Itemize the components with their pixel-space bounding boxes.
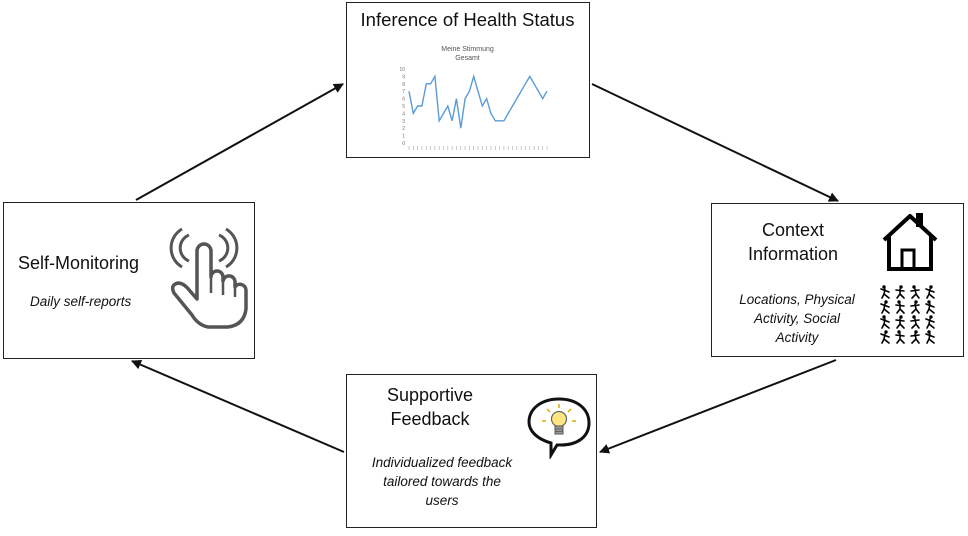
- node-self-monitoring: Self-Monitoring Daily self-reports: [3, 202, 255, 359]
- activity-figure-icon: [880, 330, 890, 344]
- activity-figure-icon: [910, 330, 920, 344]
- y-tick-label: 6: [402, 97, 405, 103]
- node-title-line2: Information: [747, 244, 839, 264]
- activity-figure-icon: [925, 285, 935, 299]
- activity-figure-icon: [895, 300, 905, 314]
- activity-figure-icon: [925, 330, 935, 344]
- lightbulb-speech-icon: [527, 397, 591, 459]
- activity-figure-icon: [925, 300, 935, 314]
- arrow-health-status-to-context: [591, 83, 839, 202]
- node-title: Supportive Feedback: [355, 383, 505, 431]
- node-title-line2: Feedback: [390, 409, 470, 429]
- node-subtitle: Individualized feedback tailored towards…: [357, 453, 527, 510]
- node-subtitle-line1: Individualized feedback: [371, 455, 513, 470]
- node-health-status: Inference of Health Status Meine Stimmun…: [346, 2, 590, 158]
- arrow-context-to-feedback: [599, 359, 837, 454]
- node-supportive-feedback: Supportive Feedback Individualized feedb…: [346, 374, 597, 528]
- activity-figure-icon: [880, 315, 890, 329]
- activity-figure-icon: [880, 300, 890, 314]
- node-subtitle: Daily self-reports: [30, 294, 132, 309]
- mood-line-chart: 01 23 456 78 910: [399, 67, 548, 150]
- y-tick-label: 1: [402, 134, 405, 140]
- y-tick-label: 2: [402, 126, 405, 132]
- node-title: Context Information: [718, 218, 868, 266]
- arrow-self-monitoring-to-health-status: [135, 83, 344, 201]
- node-title: Self-Monitoring: [18, 253, 140, 273]
- activity-figure-icon: [895, 285, 905, 299]
- node-subtitle-line2: Activity, Social: [753, 311, 841, 326]
- chart-title-line1: Meine Stimmung: [441, 46, 494, 53]
- activity-figure-icon: [895, 315, 905, 329]
- y-tick-label: 5: [402, 104, 405, 110]
- y-tick-label: 4: [402, 111, 405, 117]
- y-tick-label: 10: [399, 67, 405, 73]
- node-subtitle: Locations, Physical Activity, Social Act…: [722, 290, 872, 347]
- node-subtitle-line2: tailored towards the: [383, 474, 501, 489]
- node-subtitle-line1: Locations, Physical: [739, 292, 855, 307]
- activity-figures-icon: [880, 285, 935, 344]
- activity-figure-icon: [910, 300, 920, 314]
- y-tick-label: 9: [402, 74, 405, 80]
- node-subtitle-line3: users: [425, 493, 459, 508]
- house-icon: [882, 213, 938, 271]
- node-title: Inference of Health Status: [360, 9, 575, 30]
- node-context-information: Context Information Locations, Physical …: [711, 203, 964, 357]
- arrow-feedback-to-self-monitoring: [131, 359, 345, 453]
- activity-figure-icon: [880, 285, 890, 299]
- mood-series-line: [408, 73, 548, 129]
- activity-figure-icon: [895, 330, 905, 344]
- y-tick-label: 8: [402, 82, 405, 88]
- node-title-line1: Context: [761, 220, 825, 240]
- chart-title-line2: Gesamt: [455, 55, 480, 62]
- chart-title: Meine Stimmung Gesamt: [347, 45, 588, 63]
- y-tick-label: 7: [402, 89, 405, 95]
- node-subtitle-line3: Activity: [775, 330, 819, 345]
- node-title-line1: Supportive: [386, 385, 474, 405]
- y-tick-label: 0: [402, 141, 405, 147]
- touch-hand-icon: [169, 227, 248, 329]
- activity-figure-icon: [925, 315, 935, 329]
- activity-figure-icon: [910, 315, 920, 329]
- y-tick-label: 3: [402, 119, 405, 125]
- activity-figure-icon: [910, 285, 920, 299]
